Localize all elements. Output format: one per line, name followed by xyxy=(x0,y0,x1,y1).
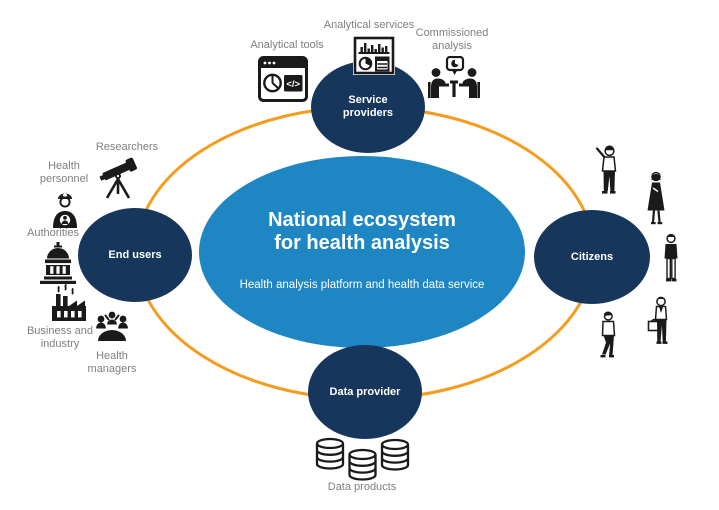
diagram-title: National ecosystem for health analysis xyxy=(212,209,512,255)
label-commissioned-analysis: Commissioned analysis xyxy=(415,27,489,52)
node-service-providers-circle xyxy=(311,61,425,153)
seated-person-right xyxy=(459,68,480,98)
center-ellipse xyxy=(199,156,525,348)
node-label-data-provider: Data provider xyxy=(329,386,401,398)
label-business-and-industry: Business and industry xyxy=(26,325,94,350)
database-cylinders-icon xyxy=(314,437,411,485)
label-health-managers: Health managers xyxy=(87,350,137,375)
dashboard-report-icon xyxy=(353,36,395,75)
node-label-end-users: End users xyxy=(108,249,162,261)
government-building-icon xyxy=(37,242,79,284)
citizen-woman-bag-icon xyxy=(647,296,673,352)
label-researchers: Researchers xyxy=(95,141,159,153)
node-label-service-providers: Service providers xyxy=(342,94,394,119)
label-analytical-tools: Analytical tools xyxy=(250,39,324,51)
factory-icon xyxy=(48,284,90,322)
browser-code-pie-icon: </> xyxy=(258,56,308,102)
node-data-provider-circle xyxy=(308,345,422,439)
label-analytical-services: Analytical services xyxy=(323,19,415,31)
citizen-walking-man-icon xyxy=(594,310,620,365)
diagram-subtitle: Health analysis platform and health data… xyxy=(239,279,485,291)
meeting-discussion-icon xyxy=(427,56,481,101)
node-end-users-circle xyxy=(78,208,192,302)
node-citizens-circle xyxy=(534,210,650,304)
citizen-woman-phone-icon xyxy=(643,170,669,227)
label-data-products: Data products xyxy=(327,481,397,493)
node-label-citizens: Citizens xyxy=(570,251,614,263)
center-text: National ecosystem for health analysis H… xyxy=(212,209,512,292)
diagram-title-line1: National ecosystem xyxy=(268,209,456,231)
diagram-title-line2: for health analysis xyxy=(274,232,450,254)
telescope-icon xyxy=(97,153,141,201)
label-health-personnel: Health personnel xyxy=(39,160,89,185)
team-meeting-icon xyxy=(94,309,130,345)
label-authorities: Authorities xyxy=(27,227,79,239)
health-worker-icon xyxy=(49,191,81,229)
seated-person-left xyxy=(428,68,449,98)
svg-text:</>: </> xyxy=(286,79,300,90)
citizen-standing-man-icon xyxy=(658,233,684,287)
citizen-pointing-man-icon xyxy=(593,144,623,202)
